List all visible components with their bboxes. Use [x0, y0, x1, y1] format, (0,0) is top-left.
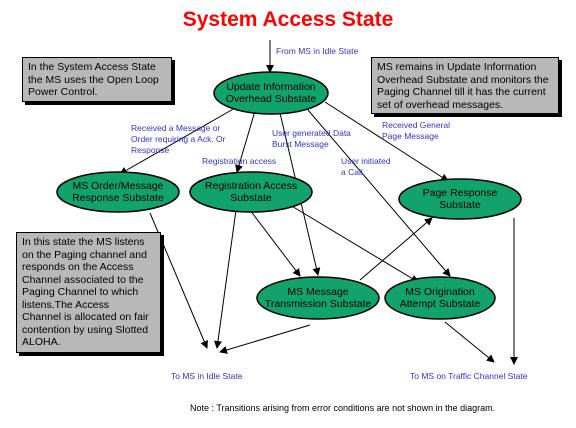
note-update-info-line4: set of overhead messages. [377, 98, 504, 111]
state-registration-access: Registration Access Substate [189, 171, 313, 213]
note-paging-line4: Channel associated to the [22, 273, 144, 286]
note-update-info-line3: Paging Channel till it has the current [377, 86, 546, 98]
edge-message-tx-to-idle [219, 324, 311, 354]
note-open-loop: In the System Access State the MS uses t… [22, 57, 172, 102]
label-received-message-3: Response [131, 145, 170, 155]
state-update-line2: Overhead Substate [226, 93, 317, 105]
label-to-idle: To MS in Idle State [171, 371, 243, 381]
note-paging-line6: listens.The Access [22, 298, 109, 311]
label-received-message-2: Order requiring a Ack. Or [131, 134, 226, 144]
note-paging-line9: ALOHA. [22, 336, 61, 348]
note-paging-line3: responds on the Access [22, 261, 134, 273]
state-origination-line1: MS Origination [405, 286, 475, 298]
state-page-response-line1: Page Response [423, 187, 498, 199]
note-update-info: MS remains in Update Information Overhea… [371, 57, 559, 114]
diagram-title: System Access State [182, 8, 394, 31]
note-update-info-line1: MS remains in Update Information [377, 61, 537, 73]
note-paging-line2: on the Paging channel and [22, 248, 147, 261]
edge-update-to-order [119, 107, 236, 175]
edge-registration-to-idle [213, 209, 237, 349]
note-paging-line5: Paging Channel to which [22, 286, 139, 298]
state-update-information: Update Information Overhead Substate [213, 71, 329, 115]
note-update-info-line2: Overhead Substate and monitors the [377, 73, 549, 86]
label-received-page-2: Page Message [382, 131, 439, 141]
label-registration-access: Registration access [202, 156, 276, 166]
note-open-loop-line1: In the System Access State [28, 61, 156, 73]
label-to-traffic: To MS on Traffic Channel State [410, 371, 528, 381]
state-registration-line1: Registration Access [205, 180, 297, 192]
edge-registration-to-message-tx [249, 209, 301, 277]
state-order-line1: MS Order/Message [72, 180, 163, 192]
label-from-idle: From MS in Idle State [276, 46, 358, 56]
edge-update-to-registration [235, 110, 256, 173]
edge-update-to-origination [307, 109, 451, 277]
label-user-data-1: User generated Data [272, 128, 351, 138]
note-paging-line1: In this state the MS listens [22, 236, 145, 248]
edge-origination-to-traffic [444, 321, 495, 363]
state-page-response-line2: Substate [439, 199, 481, 211]
edge-update-to-page-response [324, 101, 449, 182]
note-open-loop-line3: Power Control. [28, 86, 98, 98]
state-message-tx-line1: MS Message [287, 286, 348, 298]
label-user-call-2: a Call [341, 167, 363, 177]
state-origination-attempt: MS Origination Attempt Substate [384, 276, 496, 320]
note-open-loop-line2: the MS uses the Open Loop [28, 73, 159, 86]
note-paging-line7: Channel is allocated on fair [22, 311, 149, 323]
note-paging: In this state the MS listens on the Pagi… [16, 232, 161, 353]
footnote: Note : Transitions arising from error co… [190, 403, 496, 413]
label-received-message-1: Received a Message or [131, 123, 220, 133]
state-order-line2: Response Substate [72, 192, 164, 204]
state-message-tx-line2: Transmission Substate [265, 298, 372, 310]
label-received-page-1: Received General [382, 120, 450, 130]
state-origination-line2: Attempt Substate [400, 298, 481, 310]
label-user-data-2: Burst Message [272, 139, 329, 149]
note-paging-line8: contention by using Slotted [22, 323, 149, 336]
state-registration-line2: Substate [230, 192, 272, 204]
state-order-response: MS Order/Message Response Substate [56, 171, 180, 213]
state-message-transmission: MS Message Transmission Substate [256, 276, 380, 320]
label-user-call-1: User initiated [341, 156, 391, 166]
state-page-response: Page Response Substate [398, 178, 522, 220]
edge-registration-to-origination [284, 201, 419, 283]
state-update-line1: Update Information [226, 81, 315, 93]
edge-message-tx-to-page-response [359, 217, 433, 281]
